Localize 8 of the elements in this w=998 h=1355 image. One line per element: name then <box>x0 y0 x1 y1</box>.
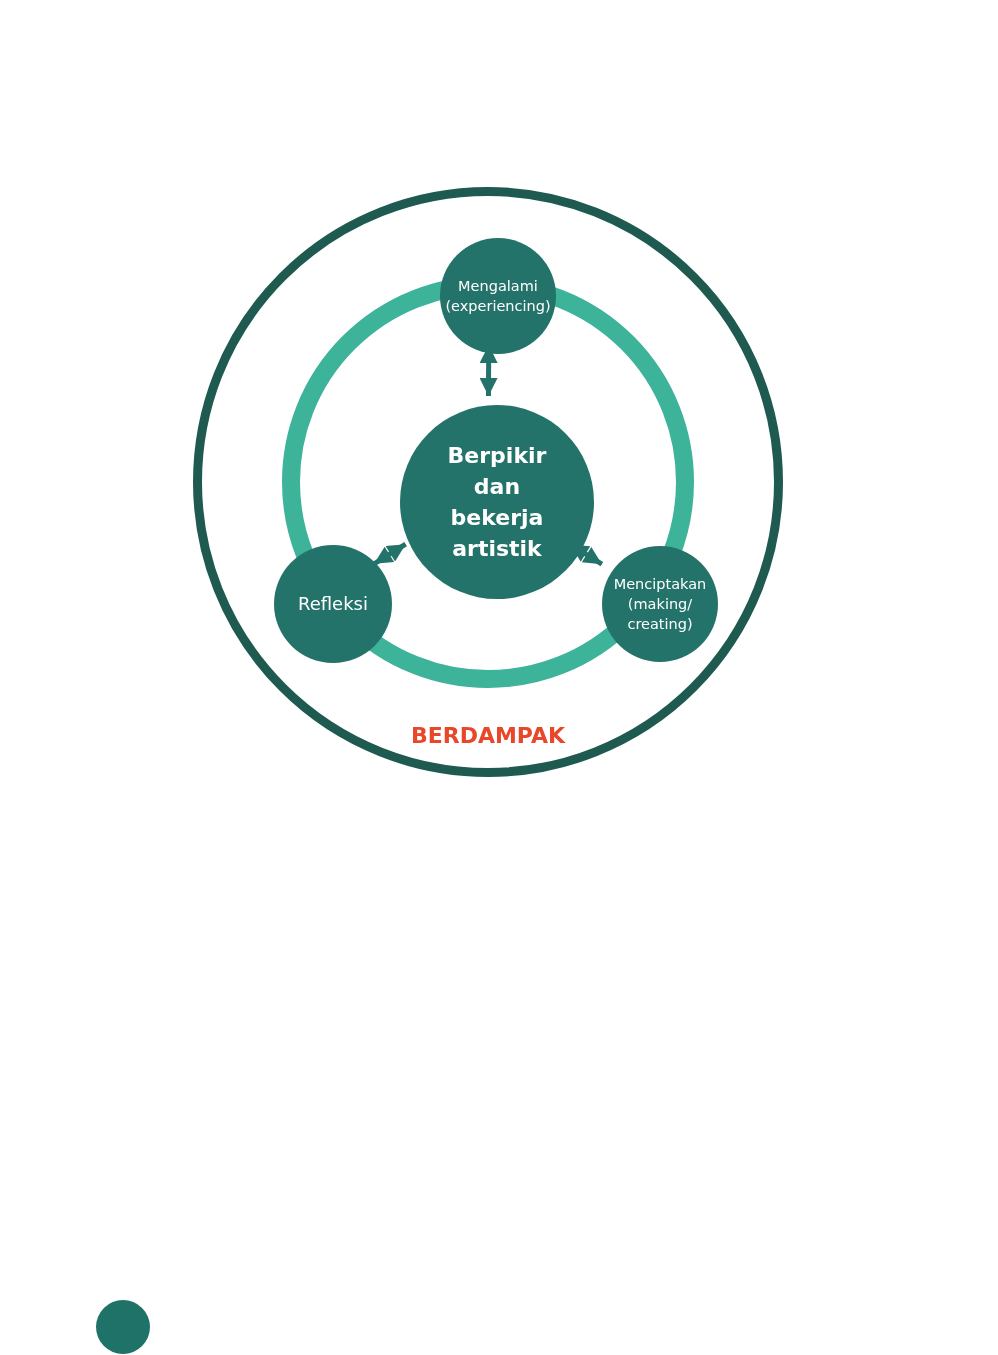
outer-label: BERDAMPAK <box>409 723 567 748</box>
double-arrow <box>372 542 407 566</box>
node-label: Mengalami (experiencing) <box>444 277 552 316</box>
node-label: Refleksi <box>297 594 369 614</box>
outer-circle <box>193 187 783 777</box>
node-label: Berpikir dan bekerja artistik <box>446 442 548 563</box>
page-circle <box>96 1300 150 1354</box>
node-label: Menciptakan (making/ creating) <box>612 575 708 634</box>
